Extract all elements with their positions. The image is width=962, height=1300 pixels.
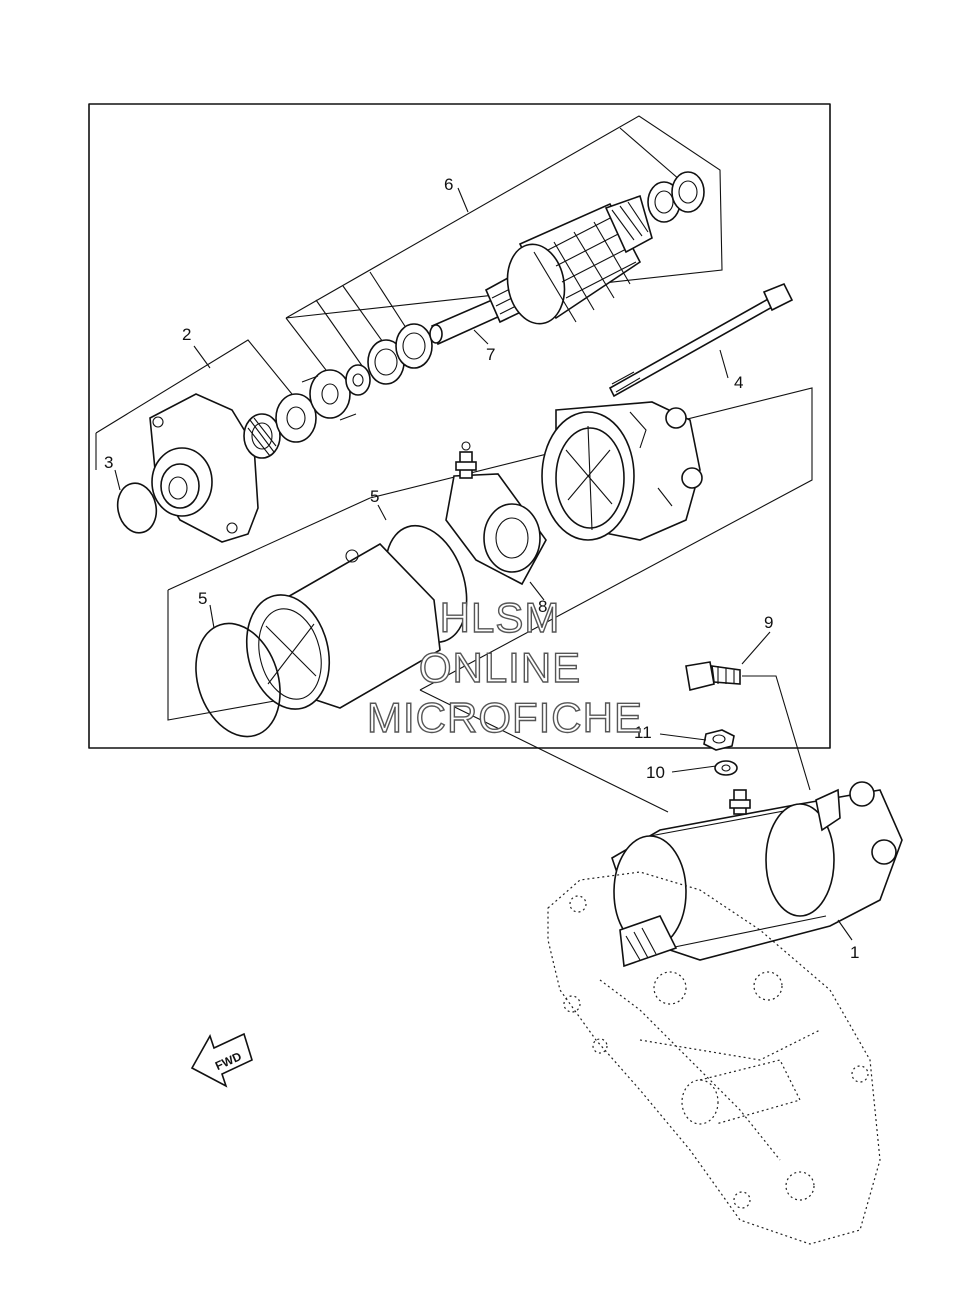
assembled-starter-motor-part-1 [611,781,903,968]
callout-4: 4 [734,373,743,392]
watermark: HLSM ONLINE MICROFICHE [366,593,643,741]
callout-5-lower: 5 [198,589,207,608]
callout-1: 1 [850,943,859,962]
callout-2: 2 [182,325,191,344]
yoke [245,542,441,710]
rear-housing [541,401,703,541]
callout-6: 6 [444,175,453,194]
leader-lines [114,187,853,941]
callout-7: 7 [486,345,495,364]
callout-8: 8 [538,597,547,616]
watermark-line-1: HLSM [440,594,561,641]
engine-case-phantom [547,871,881,1245]
brush-holder-part-8 [445,441,547,586]
washer-part-10 [714,760,738,776]
fwd-arrow-icon: FWD [190,1032,253,1088]
exploded-view-frame [88,103,831,749]
through-bolt-part-4 [608,282,794,398]
callout-10: 10 [646,763,665,782]
callout-11: 11 [634,723,652,742]
front-cover-part-2 [149,393,259,543]
callout-3: 3 [104,453,113,472]
nut-part-11 [703,729,735,751]
end-washers [647,171,705,223]
o-ring-part-3 [116,482,158,534]
callout-9: 9 [764,613,773,632]
washer-stack [275,323,433,443]
o-ring-part-5-lower [195,622,281,738]
callout-5-upper: 5 [370,487,379,506]
watermark-line-3: MICROFICHE [367,694,643,741]
bolt-part-9 [685,661,741,691]
watermark-line-2: ONLINE [419,644,581,691]
needle-bearing [243,413,281,459]
armature-part-7 [429,194,653,346]
